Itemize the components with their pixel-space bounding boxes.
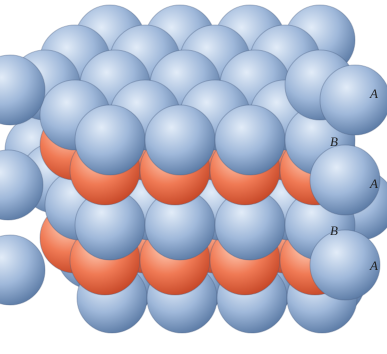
layer-label-a-middle: A bbox=[369, 176, 378, 191]
sphere-a-edge bbox=[0, 234, 46, 306]
layer-label-a-bottom: A bbox=[369, 258, 378, 273]
layer-label-b-upper: B bbox=[330, 134, 338, 149]
layer-label-b-lower: B bbox=[330, 223, 338, 238]
sphere-a-top bbox=[214, 104, 286, 176]
sphere-group bbox=[0, 4, 387, 334]
sphere-a-edge bbox=[0, 149, 44, 221]
sphere-a-edge bbox=[0, 54, 46, 126]
sphere-a-edge bbox=[319, 64, 387, 136]
layer-label-a-top: A bbox=[369, 86, 378, 101]
sphere-a-top bbox=[144, 104, 216, 176]
layer-label-group: A B A B A bbox=[330, 86, 378, 273]
sphere-a-edge bbox=[309, 229, 381, 301]
sphere-a-top bbox=[74, 104, 146, 176]
sphere-a-edge bbox=[309, 144, 381, 216]
